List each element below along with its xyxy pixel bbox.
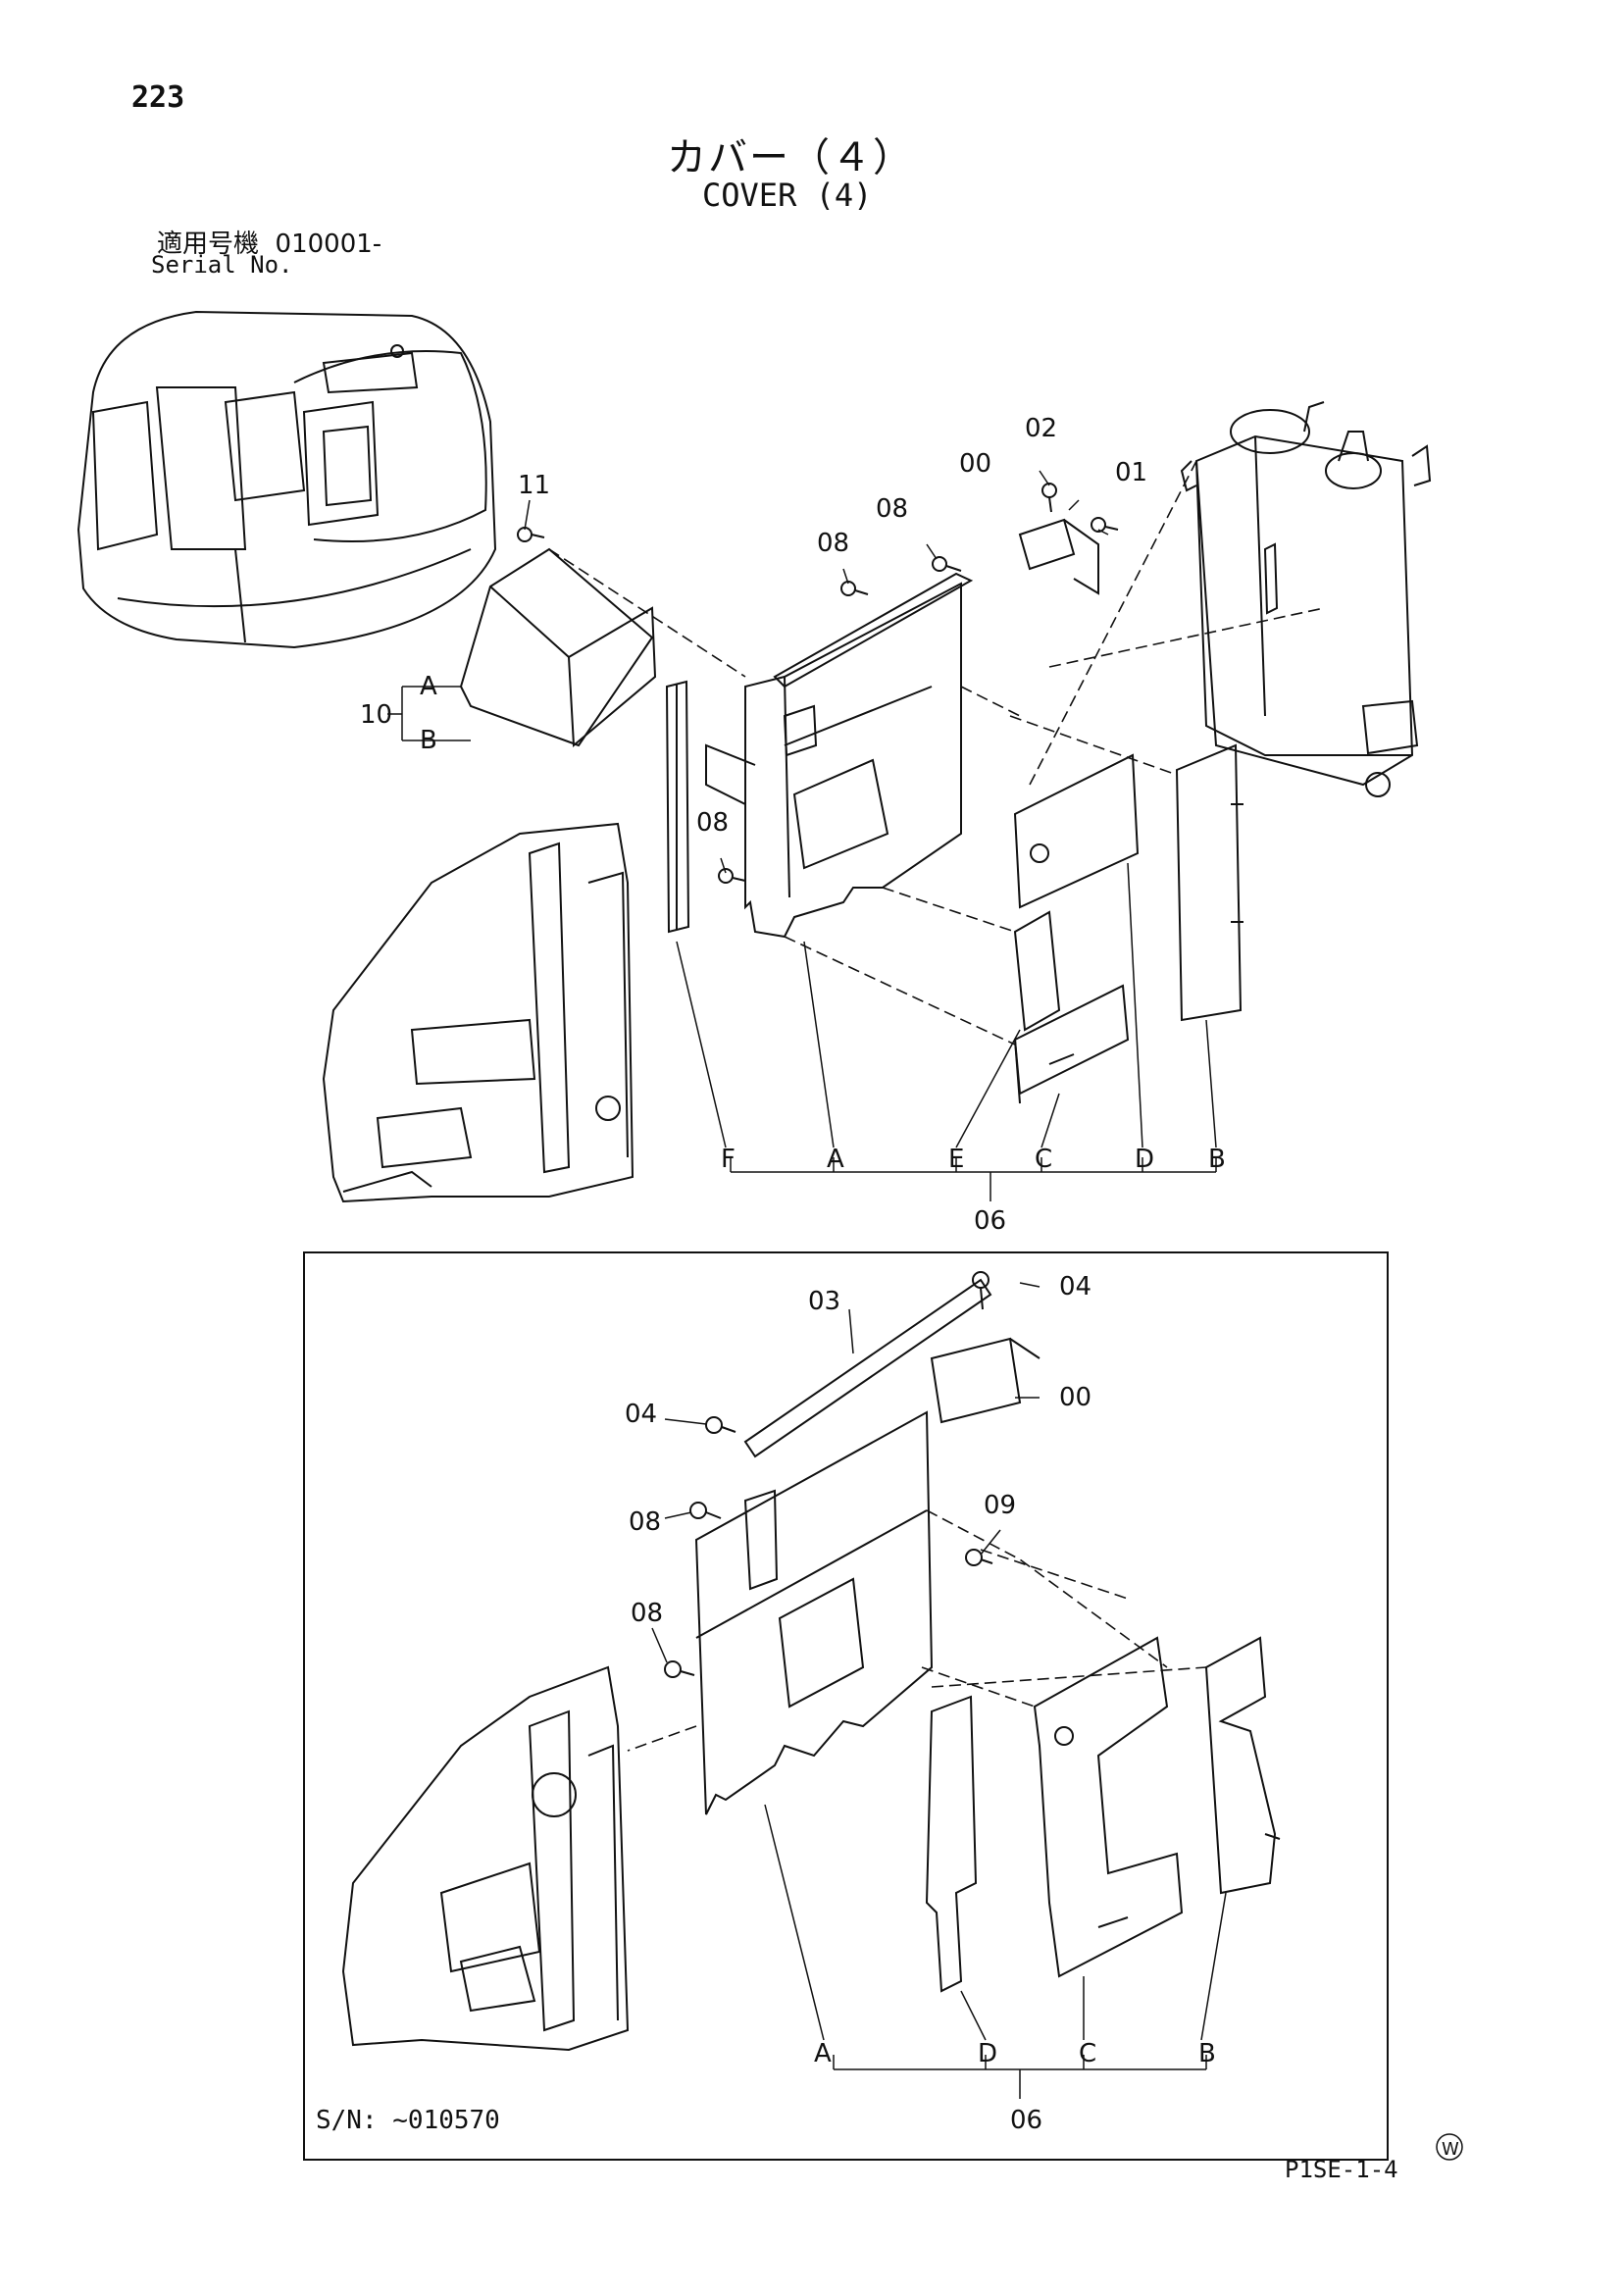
callout-08-c: 08 xyxy=(696,808,729,838)
lower-group-06-number: 06 xyxy=(1010,2106,1042,2135)
part-06B-panel xyxy=(1175,743,1243,1022)
callout-03: 03 xyxy=(808,1287,840,1316)
callout-08-e: 08 xyxy=(631,1599,663,1628)
upper-frame-illustration xyxy=(322,822,634,1203)
serial-label-japanese: 適用号機 xyxy=(157,230,260,259)
page-title-japanese: カバー（４） xyxy=(667,135,914,180)
serial-applicability: 適用号機 010001- xyxy=(157,224,381,260)
callout-00-lower: 00 xyxy=(1059,1383,1091,1412)
callout-00: 00 xyxy=(959,449,991,479)
group-10-sub-a: A xyxy=(420,672,437,701)
callout-09: 09 xyxy=(984,1491,1016,1520)
upper-leader-lines xyxy=(548,460,1325,1046)
excavator-overview-illustration xyxy=(76,310,497,649)
callout-02: 02 xyxy=(1025,414,1057,443)
lower-leader-lines xyxy=(627,1509,1207,1752)
callout-04-b: 04 xyxy=(625,1400,657,1429)
lower-bolts xyxy=(664,1271,993,1678)
part-06C-panel-lower xyxy=(1033,1636,1184,1978)
part-06D-panel xyxy=(1013,753,1140,1032)
callout-01: 01 xyxy=(1115,458,1147,487)
part-03-bracket xyxy=(743,1278,1040,1458)
group-06-letter-d: D xyxy=(1135,1145,1154,1174)
callout-08-a: 08 xyxy=(817,529,849,558)
variant-serial-note: S/N: ~010570 xyxy=(316,2106,500,2135)
group-06-letter-f: F xyxy=(721,1145,736,1174)
group-06-letter-b: B xyxy=(1208,1145,1226,1174)
upper-bolts xyxy=(517,483,1119,884)
group-06-number: 06 xyxy=(974,1206,1006,1236)
part-06D-panel-lower xyxy=(925,1695,978,1993)
w-mark-circle xyxy=(1436,2133,1463,2161)
serial-label-english: Serial No. xyxy=(151,251,293,279)
fuel-tank-illustration xyxy=(1180,401,1432,797)
w-mark-letter: W xyxy=(1442,2139,1459,2160)
page-number: 223 xyxy=(131,80,185,115)
page-title-english: COVER (4) xyxy=(702,177,873,214)
part-06C-panel xyxy=(1013,984,1130,1104)
serial-range-value: 010001- xyxy=(275,230,382,259)
lower-callout-leaders xyxy=(651,1282,1227,2099)
lower-group-06-letter-c: C xyxy=(1079,2039,1096,2068)
callout-08-b: 08 xyxy=(876,494,908,524)
callout-04-a: 04 xyxy=(1059,1272,1091,1301)
upper-bracket xyxy=(773,518,1099,689)
lower-frame-illustration xyxy=(341,1665,630,2052)
callout-08-d: 08 xyxy=(629,1507,661,1537)
group-06-letter-c: C xyxy=(1035,1145,1052,1174)
group-06-letter-a: A xyxy=(827,1145,844,1174)
part-10-cover xyxy=(459,547,657,748)
part-06F-seal-strip xyxy=(665,680,690,934)
part-06B-panel-lower xyxy=(1204,1636,1281,1895)
lower-group-06-letter-b: B xyxy=(1198,2039,1216,2068)
group-10-number: 10 xyxy=(360,700,392,730)
lower-group-06-letter-d: D xyxy=(978,2039,997,2068)
variant-frame-box xyxy=(303,1251,1389,2161)
group-06-letter-e: E xyxy=(948,1145,964,1174)
upper-callout-leaders xyxy=(387,470,1217,1201)
group-10-sub-b: B xyxy=(420,726,437,755)
part-06A-panel-lower xyxy=(694,1410,934,1815)
part-06A-panel xyxy=(705,582,962,939)
lower-group-06-letter-a: A xyxy=(814,2039,832,2068)
callout-11: 11 xyxy=(518,471,550,500)
